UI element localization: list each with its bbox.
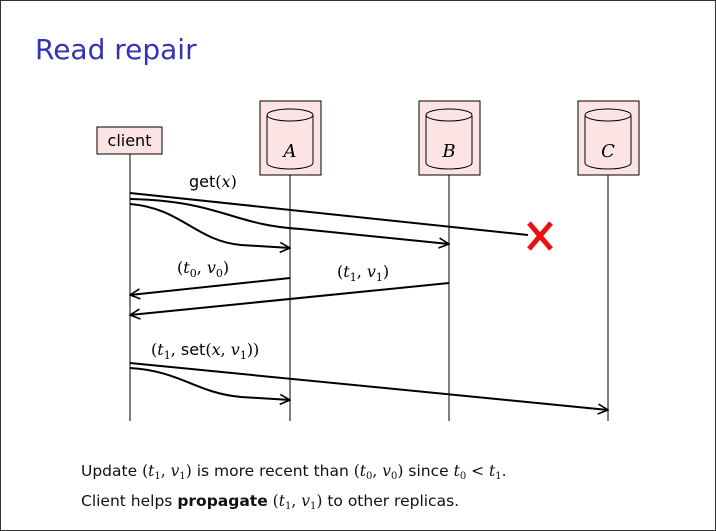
set-label: (t1, set(x, v1)) xyxy=(151,340,259,362)
set-to-a-arrow xyxy=(129,367,290,400)
node-b-label: B xyxy=(441,141,455,162)
reply-b-arrow xyxy=(130,282,450,315)
client-label: client xyxy=(108,131,152,150)
database-icon xyxy=(425,108,473,170)
caption: Update (t1, v1) is more recent than (t0,… xyxy=(81,459,507,519)
failure-cross-icon xyxy=(527,221,553,251)
slide-title: Read repair xyxy=(35,33,197,66)
get-to-a-arrow xyxy=(129,203,290,248)
sequence-diagram: client A B C xyxy=(96,100,640,421)
get-label: get(x) xyxy=(189,172,237,191)
node-b: B xyxy=(418,100,481,176)
set-to-c-arrow xyxy=(129,362,608,410)
database-icon xyxy=(584,108,632,170)
database-icon xyxy=(266,108,314,170)
client-node: client xyxy=(96,126,163,155)
node-a: A xyxy=(259,100,322,176)
reply-b-label: (t1, v1) xyxy=(337,262,389,284)
node-a-label: A xyxy=(282,141,297,162)
node-c-label: C xyxy=(601,141,615,162)
node-c: C xyxy=(577,100,640,176)
caption-line-2: Client helps propagate (t1, v1) to other… xyxy=(81,492,460,512)
reply-a-arrow xyxy=(130,277,291,295)
get-to-c-arrow xyxy=(129,192,529,236)
reply-a-label: (t0, v0) xyxy=(177,258,229,280)
get-to-b-arrow xyxy=(129,198,449,244)
caption-line-1: Update (t1, v1) is more recent than (t0,… xyxy=(81,462,507,482)
